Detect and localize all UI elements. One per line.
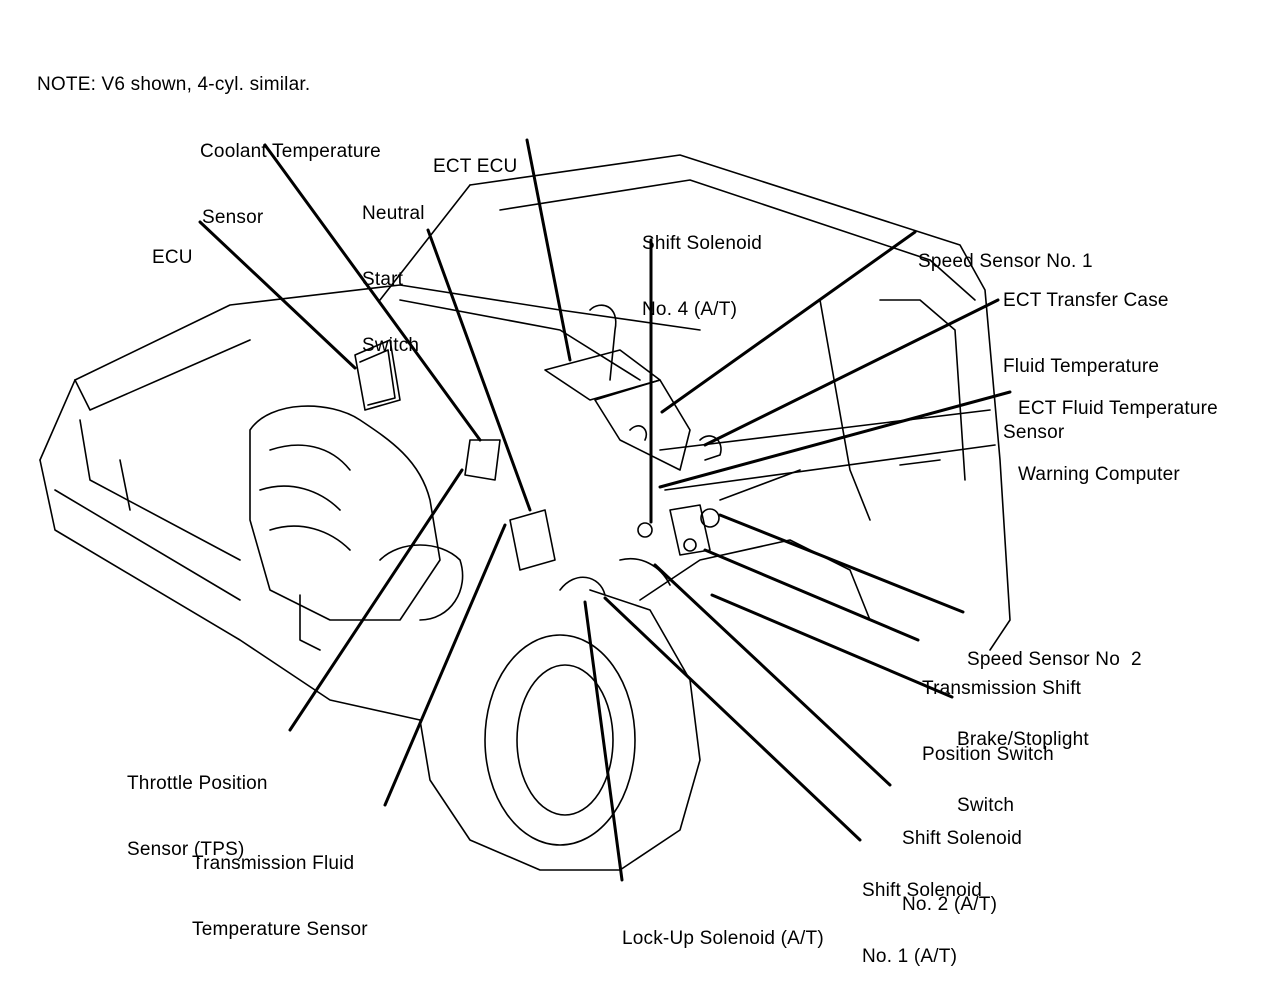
- label-trans-fluid-temp-sensor: Transmission Fluid Temperature Sensor: [192, 809, 368, 982]
- label-line: Lock-Up Solenoid (A/T): [622, 928, 824, 949]
- label-line: Position Switch: [922, 744, 1054, 765]
- label-line: Sensor: [202, 207, 264, 228]
- note-text: NOTE: V6 shown, 4-cyl. similar.: [37, 74, 311, 95]
- leader-shift-solenoid-1: [603, 596, 862, 842]
- label-line: ECT ECU: [433, 156, 518, 177]
- label-brake-stoplight-switch: Brake/Stoplight Switch: [957, 685, 1089, 861]
- label-line: Shift Solenoid: [902, 828, 1023, 849]
- label-line: ECT Fluid Temperature: [1018, 398, 1218, 419]
- label-line: Switch: [362, 335, 420, 356]
- label-line: Shift Solenoid: [642, 233, 763, 254]
- leader-neutral-start-switch: [426, 228, 532, 512]
- label-line: Temperature Sensor: [192, 919, 368, 940]
- leader-ect-ecu: [525, 138, 572, 362]
- leader-ect-transfer-case-sensor: [703, 298, 1000, 447]
- label-ect-transfer-case-sensor: ECT Transfer Case Fluid Temperature Sens…: [1003, 246, 1169, 488]
- label-line: Sensor (TPS): [127, 839, 245, 860]
- leader-lines: [198, 138, 1012, 882]
- truck-outline: [39, 154, 1011, 871]
- leader-brake-stoplight-switch: [710, 593, 954, 699]
- label-line: Speed Sensor No 2: [967, 649, 1142, 670]
- leader-lockup-solenoid: [583, 600, 624, 882]
- label-line: Coolant Temperature: [200, 141, 381, 162]
- label-ect-ecu: ECT ECU: [433, 112, 517, 222]
- label-line: ECU: [152, 247, 193, 268]
- label-ect-fluid-warning-computer: ECT Fluid Temperature Warning Computer: [1018, 354, 1218, 530]
- leader-trans-fluid-temp-sensor: [383, 523, 507, 807]
- leader-ecu: [198, 220, 357, 370]
- leader-throttle-position-sensor: [288, 468, 464, 732]
- leader-trans-shift-position-switch: [703, 548, 920, 642]
- label-line: Speed Sensor No. 1: [918, 251, 1093, 272]
- label-shift-solenoid-1: Shift Solenoid No. 1 (A/T): [862, 836, 982, 982]
- label-shift-solenoid-2: Shift Solenoid No. 2 (A/T): [902, 784, 1022, 960]
- label-line: Start: [362, 269, 404, 290]
- label-line: No. 2 (A/T): [902, 894, 998, 915]
- label-trans-shift-position-switch: Transmission Shift Position Switch: [922, 634, 1081, 810]
- label-line: Fluid Temperature: [1003, 356, 1160, 377]
- label-line: Sensor: [1003, 422, 1065, 443]
- label-line: No. 1 (A/T): [862, 946, 958, 967]
- leader-shift-solenoid-2: [653, 563, 892, 787]
- label-line: Switch: [957, 795, 1015, 816]
- label-line: Throttle Position: [127, 773, 268, 794]
- label-speed-sensor-1: Speed Sensor No. 1: [918, 207, 1093, 317]
- label-lockup-solenoid: Lock-Up Solenoid (A/T): [622, 884, 824, 982]
- label-neutral-start-switch: Neutral Start Switch: [362, 159, 425, 401]
- leader-ect-fluid-warning-computer: [658, 390, 1012, 489]
- label-line: Neutral: [362, 203, 425, 224]
- label-shift-solenoid-4: Shift Solenoid No. 4 (A/T): [642, 189, 762, 365]
- label-line: Transmission Fluid: [192, 853, 355, 874]
- leader-speed-sensor-1: [660, 230, 917, 414]
- label-line: Brake/Stoplight: [957, 729, 1089, 750]
- label-line: ECT Transfer Case: [1003, 290, 1169, 311]
- label-line: Warning Computer: [1018, 464, 1180, 485]
- leader-coolant-temp-sensor: [263, 143, 482, 442]
- label-ecu: ECU: [152, 203, 193, 313]
- label-line: Shift Solenoid: [862, 880, 983, 901]
- label-coolant-temp-sensor: Coolant Temperature Sensor: [200, 97, 381, 273]
- label-line: No. 4 (A/T): [642, 299, 738, 320]
- leader-speed-sensor-2: [718, 513, 965, 614]
- label-throttle-position-sensor: Throttle Position Sensor (TPS): [127, 729, 268, 905]
- label-speed-sensor-2: Speed Sensor No 2: [967, 605, 1142, 715]
- label-line: Transmission Shift: [922, 678, 1082, 699]
